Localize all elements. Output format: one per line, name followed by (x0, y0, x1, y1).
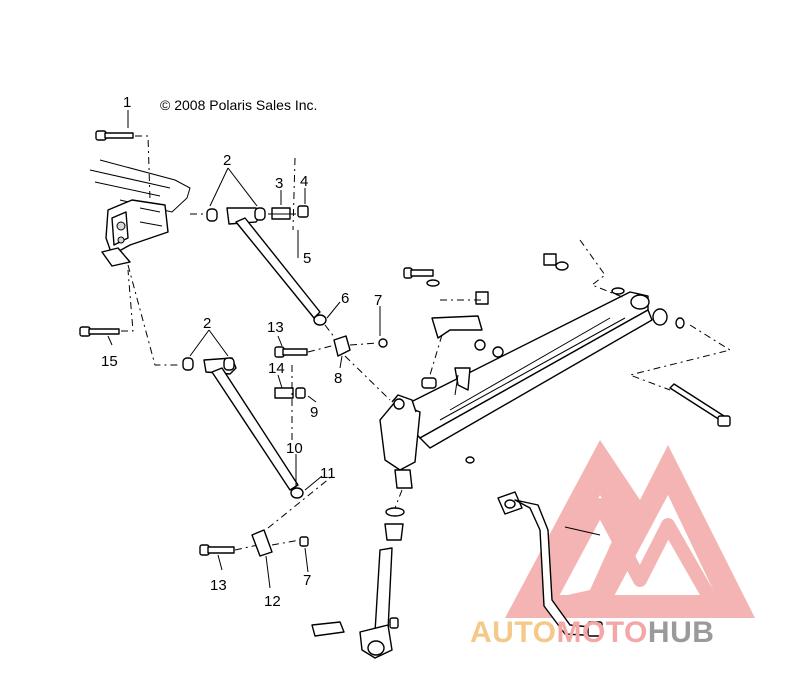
callout-9: 9 (310, 404, 318, 421)
callout-8: 8 (334, 370, 342, 387)
trailing-arm (379, 291, 653, 489)
bolt-1 (95, 130, 151, 201)
watermark-text: AUTOMOTOHUB (470, 616, 714, 649)
copyright-text: © 2008 Polaris Sales Inc. (160, 97, 317, 113)
callout-2-lower: 2 (203, 315, 211, 332)
callout-6: 6 (341, 290, 349, 307)
bolt-13-lower (199, 477, 331, 557)
lower-a-arm (127, 264, 306, 499)
steering-bracket (403, 267, 504, 396)
spindle (311, 489, 405, 659)
upper-a-arm (190, 157, 327, 326)
callout-10: 10 (286, 440, 303, 457)
callout-12: 12 (264, 593, 281, 610)
callout-13-upper: 13 (267, 319, 284, 336)
callout-4: 4 (300, 173, 308, 190)
callout-3: 3 (275, 175, 283, 192)
watermark-logo (505, 440, 755, 618)
callout-2-upper: 2 (223, 152, 231, 169)
frame-bracket (89, 159, 191, 267)
bolt-15 (79, 269, 134, 337)
right-hardware (543, 239, 732, 427)
callout-7-lower: 7 (303, 572, 311, 589)
leader-lines (107, 110, 381, 589)
callout-15: 15 (101, 353, 118, 370)
callouts: 1 2 3 4 5 6 7 2 13 8 15 14 9 10 11 13 7 … (101, 94, 382, 610)
callout-14: 14 (268, 360, 285, 377)
callout-13-lower: 13 (210, 577, 227, 594)
callout-7-upper: 7 (374, 292, 382, 309)
sway-bar (497, 491, 603, 637)
callout-1: 1 (123, 94, 131, 111)
callout-11: 11 (320, 465, 336, 482)
callout-5: 5 (303, 250, 311, 267)
bolt-13-upper (274, 324, 391, 401)
